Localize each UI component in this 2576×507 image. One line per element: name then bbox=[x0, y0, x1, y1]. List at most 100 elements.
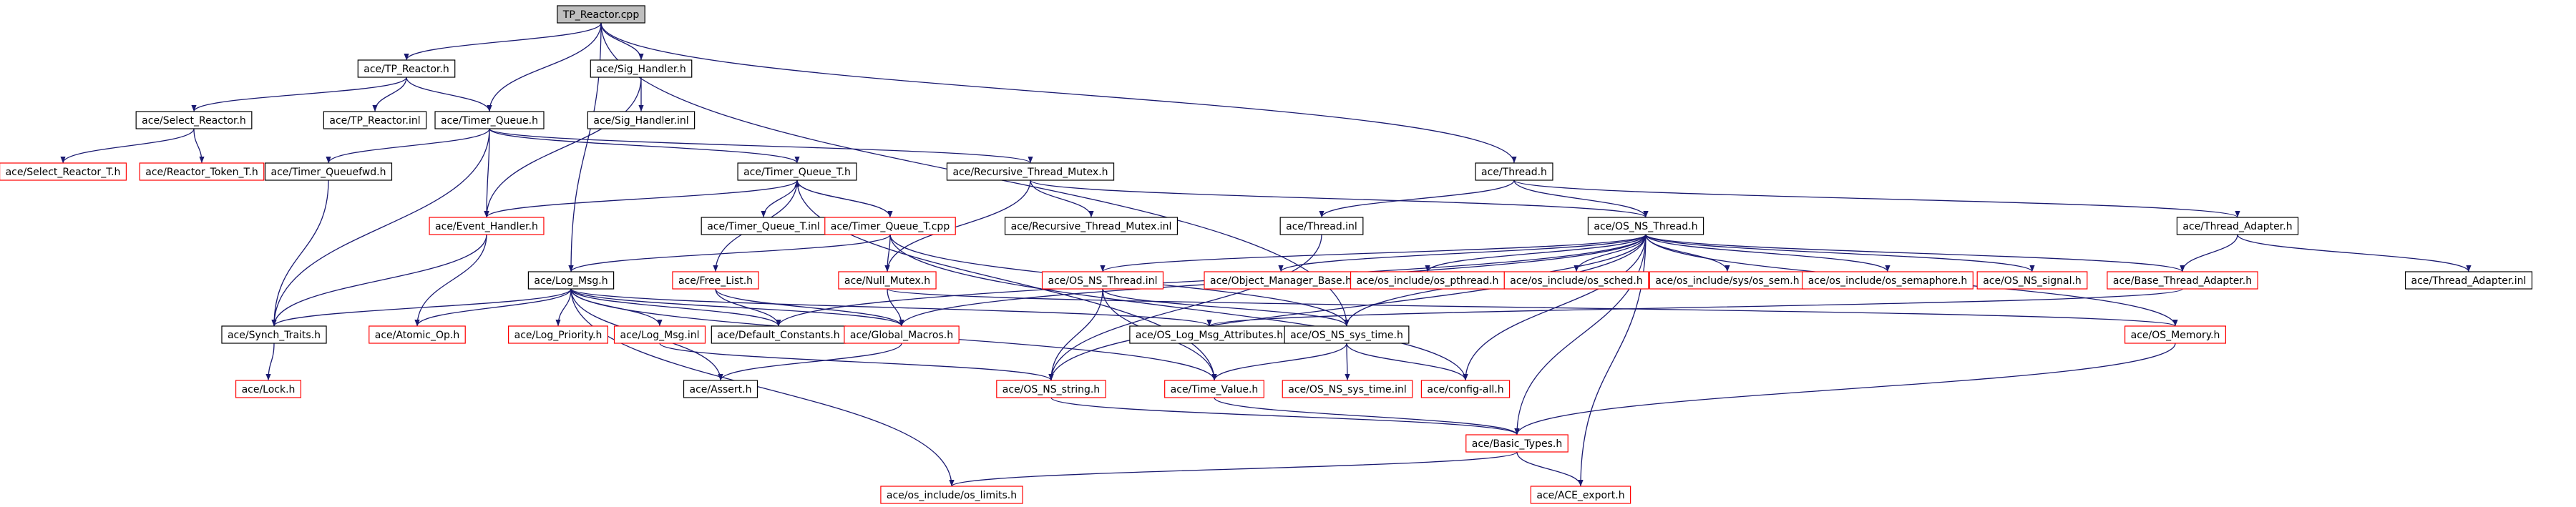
node-label: ace/Log_Msg.inl bbox=[620, 330, 700, 341]
node-select-reactor-h[interactable]: ace/Select_Reactor.h bbox=[135, 111, 253, 129]
node-tp-reactor-inl[interactable]: ace/TP_Reactor.inl bbox=[323, 111, 427, 129]
node-box bbox=[357, 59, 456, 78]
node-os-pthread-h[interactable]: ace/os_include/os_pthread.h bbox=[1350, 271, 1506, 290]
node-base-thread-adapter-h[interactable]: ace/Base_Thread_Adapter.h bbox=[2107, 271, 2258, 290]
node-label: ace/OS_NS_signal.h bbox=[1983, 275, 2082, 287]
node-os-ns-sys-time-inl[interactable]: ace/OS_NS_sys_time.inl bbox=[1282, 380, 1413, 398]
node-timer-queue-t-h[interactable]: ace/Timer_Queue_T.h bbox=[737, 162, 857, 181]
node-timer-queue-h[interactable]: ace/Timer_Queue.h bbox=[434, 111, 545, 129]
edge-free-list-h-to-global-macros-h bbox=[715, 288, 904, 327]
node-label: ace/Timer_Queue_T.h bbox=[743, 167, 851, 178]
node-thread-adapter-inl[interactable]: ace/Thread_Adapter.inl bbox=[2404, 271, 2533, 290]
node-os-ns-thread-h[interactable]: ace/OS_NS_Thread.h bbox=[1587, 217, 1704, 235]
node-box bbox=[844, 325, 960, 344]
node-lock-h[interactable]: ace/Lock.h bbox=[235, 380, 302, 398]
node-box bbox=[737, 162, 857, 181]
node-os-ns-thread-inl[interactable]: ace/OS_NS_Thread.inl bbox=[1041, 271, 1164, 290]
node-os-log-msg-attributes-h[interactable]: ace/OS_Log_Msg_Attributes.h bbox=[1129, 325, 1289, 344]
node-default-constants-h[interactable]: ace/Default_Constants.h bbox=[711, 325, 847, 344]
node-ace-export-h[interactable]: ace/ACE_export.h bbox=[1530, 486, 1631, 504]
edge-os-ns-thread-h-to-config-all-h bbox=[1463, 234, 1646, 381]
node-recursive-thread-mutex-inl[interactable]: ace/Recursive_Thread_Mutex.inl bbox=[1004, 217, 1179, 235]
node-box bbox=[701, 217, 826, 235]
edge-os-ns-sys-time-h-to-time-value-h bbox=[1211, 343, 1347, 381]
node-config-all-h[interactable]: ace/config-all.h bbox=[1420, 380, 1511, 398]
node-label: ace/Select_Reactor.h bbox=[142, 115, 246, 127]
node-box bbox=[880, 486, 1023, 504]
node-label: ace/config-all.h bbox=[1427, 384, 1503, 395]
node-sys-os-sem-h[interactable]: ace/os_include/sys/os_sem.h bbox=[1649, 271, 1806, 290]
node-object-manager-base-h[interactable]: ace/Object_Manager_Base.h bbox=[1204, 271, 1358, 290]
node-log-msg-inl[interactable]: ace/Log_Msg.inl bbox=[613, 325, 706, 344]
node-null-mutex-h[interactable]: ace/Null_Mutex.h bbox=[838, 271, 937, 290]
node-time-value-h[interactable]: ace/Time_Value.h bbox=[1164, 380, 1264, 398]
node-os-limits-h[interactable]: ace/os_include/os_limits.h bbox=[880, 486, 1023, 504]
edge-os-ns-thread-h-to-basic-types-h bbox=[1514, 234, 1646, 435]
node-box bbox=[946, 162, 1115, 181]
node-box bbox=[557, 5, 645, 24]
edge-timer-queue-h-to-recursive-thread-mutex-h bbox=[489, 128, 1033, 164]
node-os-sched-h[interactable]: ace/os_include/os_sched.h bbox=[1503, 271, 1649, 290]
node-thread-inl[interactable]: ace/Thread.inl bbox=[1279, 217, 1364, 235]
node-box bbox=[1475, 162, 1553, 181]
node-box bbox=[838, 271, 937, 290]
edge-recursive-thread-mutex-h-to-recursive-thread-mutex-inl bbox=[1030, 179, 1094, 218]
node-box bbox=[434, 111, 545, 129]
node-os-memory-h[interactable]: ace/OS_Memory.h bbox=[2124, 325, 2226, 344]
node-atomic-op-h[interactable]: ace/Atomic_Op.h bbox=[369, 325, 466, 344]
node-tp-reactor-h[interactable]: ace/TP_Reactor.h bbox=[357, 59, 456, 78]
edge-os-ns-thread-inl-to-os-ns-string-h bbox=[1048, 288, 1103, 381]
edge-sig-handler-h-to-event-handler-h bbox=[484, 77, 642, 218]
node-box bbox=[1041, 271, 1164, 290]
node-label: ace/OS_NS_sys_time.h bbox=[1290, 330, 1403, 341]
node-label: ace/OS_NS_string.h bbox=[1002, 384, 1100, 395]
node-label: ace/Basic_Types.h bbox=[1472, 438, 1562, 450]
node-label: ace/Thread.h bbox=[1481, 167, 1547, 178]
node-assert-h[interactable]: ace/Assert.h bbox=[683, 380, 758, 398]
node-log-priority-h[interactable]: ace/Log_Priority.h bbox=[508, 325, 608, 344]
edge-tp-reactor-cpp-to-tp-reactor-h bbox=[404, 22, 602, 61]
node-thread-adapter-h[interactable]: ace/Thread_Adapter.h bbox=[2176, 217, 2299, 235]
node-sig-handler-inl[interactable]: ace/Sig_Handler.inl bbox=[587, 111, 696, 129]
node-select-reactor-t-h[interactable]: ace/Select_Reactor_T.h bbox=[0, 162, 127, 181]
edge-os-ns-string-h-to-basic-types-h bbox=[1050, 397, 1520, 435]
edge-timer-queue-h-to-event-handler-h bbox=[484, 128, 490, 218]
node-timer-queue-t-inl[interactable]: ace/Timer_Queue_T.inl bbox=[701, 217, 826, 235]
node-timer-queuefwd-h[interactable]: ace/Timer_Queuefwd.h bbox=[264, 162, 393, 181]
node-box bbox=[590, 59, 693, 78]
node-free-list-h[interactable]: ace/Free_List.h bbox=[672, 271, 759, 290]
node-thread-h[interactable]: ace/Thread.h bbox=[1475, 162, 1553, 181]
node-log-msg-h[interactable]: ace/Log_Msg.h bbox=[527, 271, 615, 290]
edge-base-thread-adapter-h-to-os-log-msg-attributes-h bbox=[1206, 288, 2183, 327]
edge-event-handler-h-to-atomic-op-h bbox=[414, 234, 487, 327]
node-box bbox=[0, 162, 127, 181]
node-label: ace/Sig_Handler.h bbox=[596, 64, 686, 75]
node-recursive-thread-mutex-h[interactable]: ace/Recursive_Thread_Mutex.h bbox=[946, 162, 1115, 181]
node-label: ace/Base_Thread_Adapter.h bbox=[2113, 275, 2252, 287]
node-label: ace/Event_Handler.h bbox=[435, 221, 538, 232]
node-synch-traits-h[interactable]: ace/Synch_Traits.h bbox=[221, 325, 327, 344]
node-timer-queue-t-cpp[interactable]: ace/Timer_Queue_T.cpp bbox=[824, 217, 956, 235]
node-event-handler-h[interactable]: ace/Event_Handler.h bbox=[429, 217, 545, 235]
node-tp-reactor-cpp[interactable]: TP_Reactor.cpp bbox=[557, 5, 645, 24]
node-os-ns-sys-time-h[interactable]: ace/OS_NS_sys_time.h bbox=[1284, 325, 1410, 344]
node-os-ns-signal-h[interactable]: ace/OS_NS_signal.h bbox=[1976, 271, 2088, 290]
node-box bbox=[2404, 271, 2533, 290]
node-basic-types-h[interactable]: ace/Basic_Types.h bbox=[1465, 434, 1568, 453]
node-reactor-token-t-h[interactable]: ace/Reactor_Token_T.h bbox=[139, 162, 265, 181]
node-sig-handler-h[interactable]: ace/Sig_Handler.h bbox=[590, 59, 693, 78]
node-box bbox=[683, 380, 758, 398]
node-os-ns-string-h[interactable]: ace/OS_NS_string.h bbox=[996, 380, 1106, 398]
node-box bbox=[135, 111, 253, 129]
node-os-semaphore-h[interactable]: ace/os_include/os_semaphore.h bbox=[1802, 271, 1974, 290]
node-label: ace/Recursive_Thread_Mutex.inl bbox=[1011, 221, 1172, 232]
edge-thread-adapter-h-to-thread-adapter-inl bbox=[2237, 234, 2472, 272]
node-label: ace/Atomic_Op.h bbox=[375, 330, 459, 341]
node-global-macros-h[interactable]: ace/Global_Macros.h bbox=[844, 325, 960, 344]
node-box bbox=[587, 111, 696, 129]
edge-log-msg-h-to-os-log-msg-attributes-h bbox=[570, 288, 1212, 327]
edge-thread-h-to-thread-inl bbox=[1319, 179, 1515, 218]
node-box bbox=[2107, 271, 2258, 290]
node-label: ace/os_include/os_limits.h bbox=[887, 490, 1017, 501]
node-label: ace/Log_Priority.h bbox=[514, 330, 602, 341]
